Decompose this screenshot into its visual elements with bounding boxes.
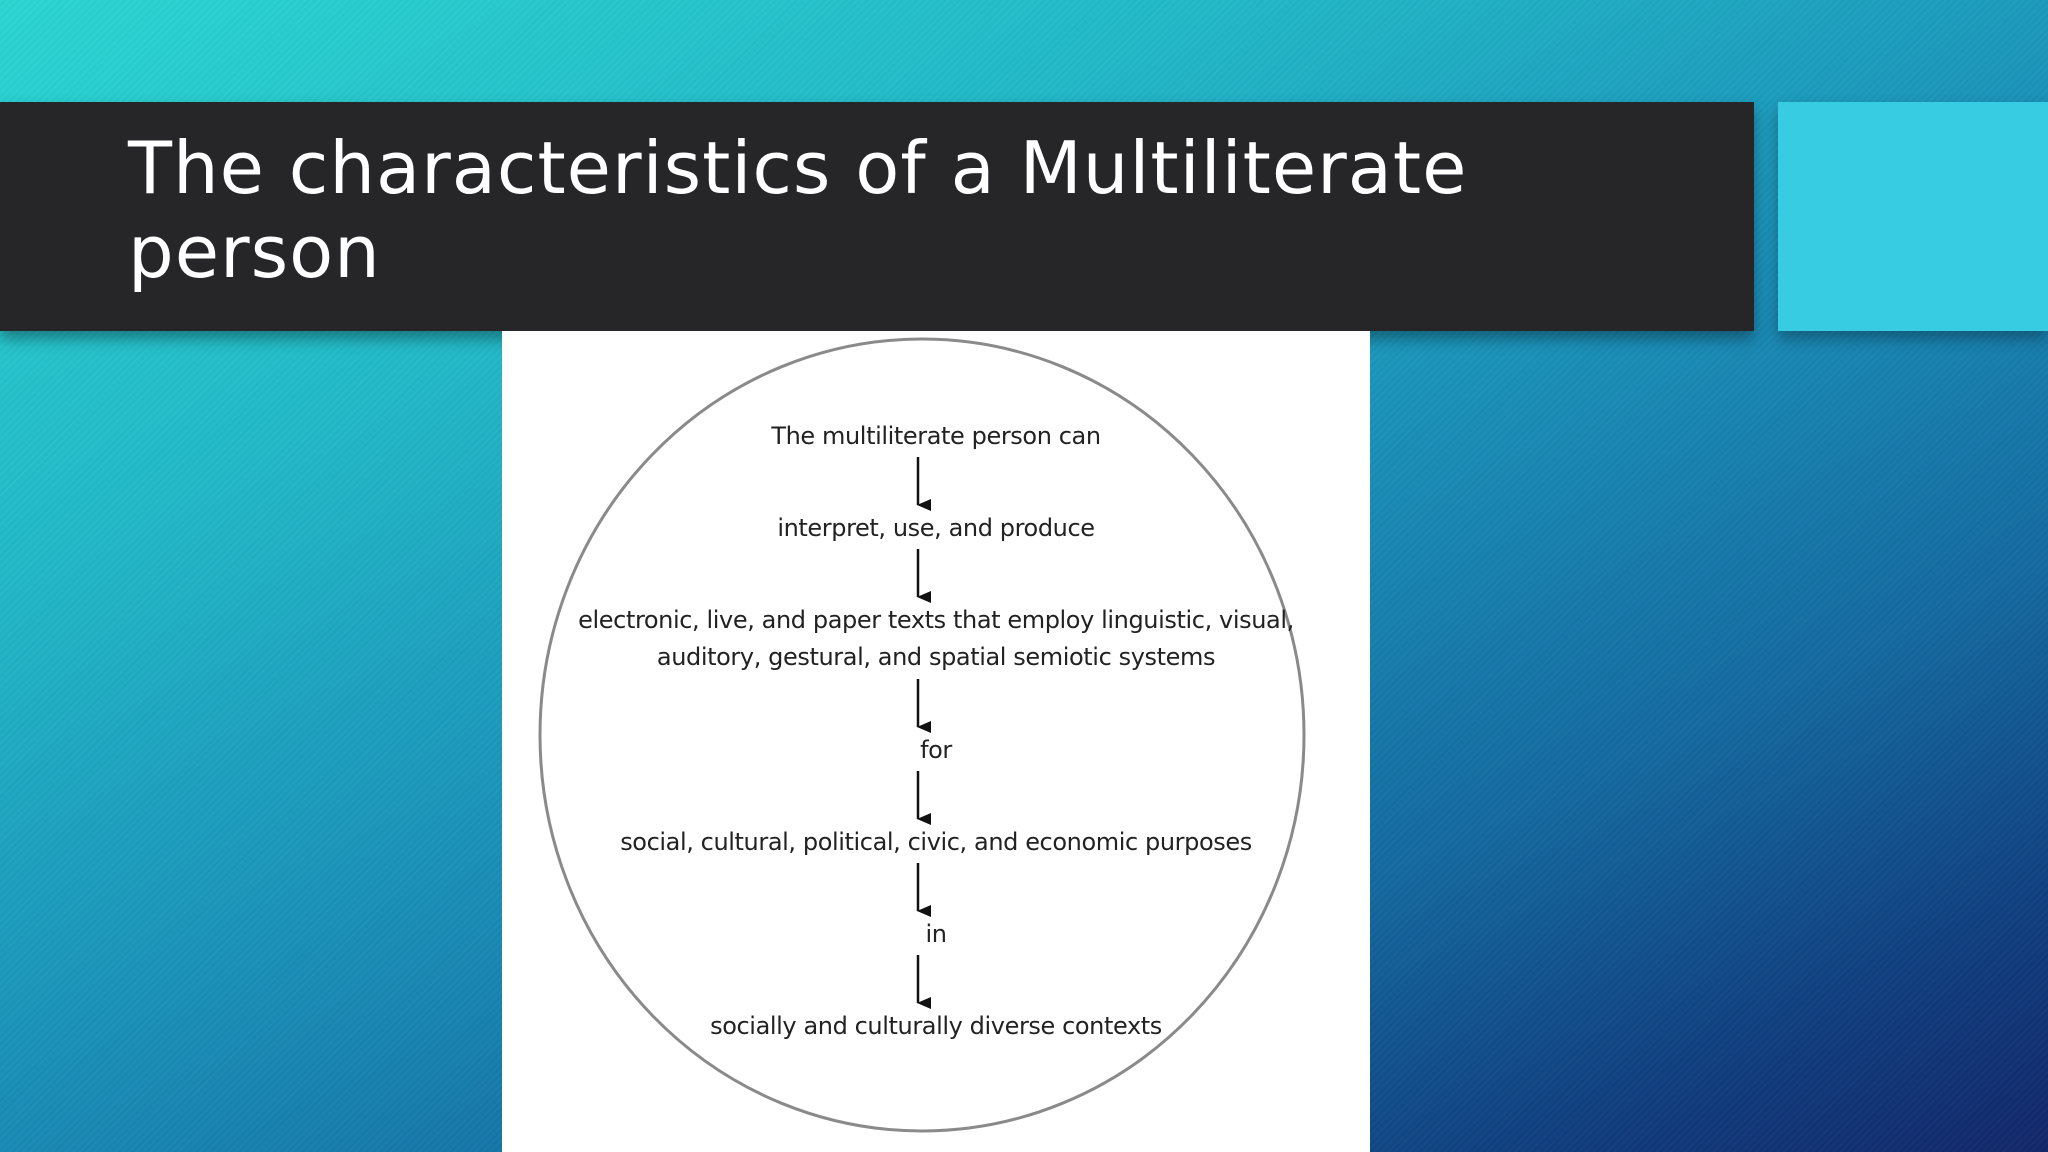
diagram-step-7: socially and culturally diverse contexts xyxy=(710,1012,1162,1040)
diagram-figure: The multiliterate person can interpret, … xyxy=(502,331,1370,1152)
accent-block xyxy=(1778,102,2048,331)
diagram-svg xyxy=(538,337,1306,1133)
slide-title: The characteristics of a Multiliterate p… xyxy=(128,126,1468,294)
diagram-step-3-line-2: auditory, gestural, and spatial semiotic… xyxy=(656,643,1216,671)
diagram-circle xyxy=(538,337,1306,1133)
title-bar xyxy=(0,102,1754,331)
diagram-step-4: for xyxy=(920,736,952,764)
diagram-step-6: in xyxy=(925,920,947,948)
diagram-step-2: interpret, use, and produce xyxy=(777,514,1095,542)
diagram-step-5: social, cultural, political, civic, and … xyxy=(620,828,1252,856)
diagram-step-1: The multiliterate person can xyxy=(771,422,1101,450)
diagram-step-3-line-1: electronic, live, and paper texts that e… xyxy=(578,606,1294,634)
